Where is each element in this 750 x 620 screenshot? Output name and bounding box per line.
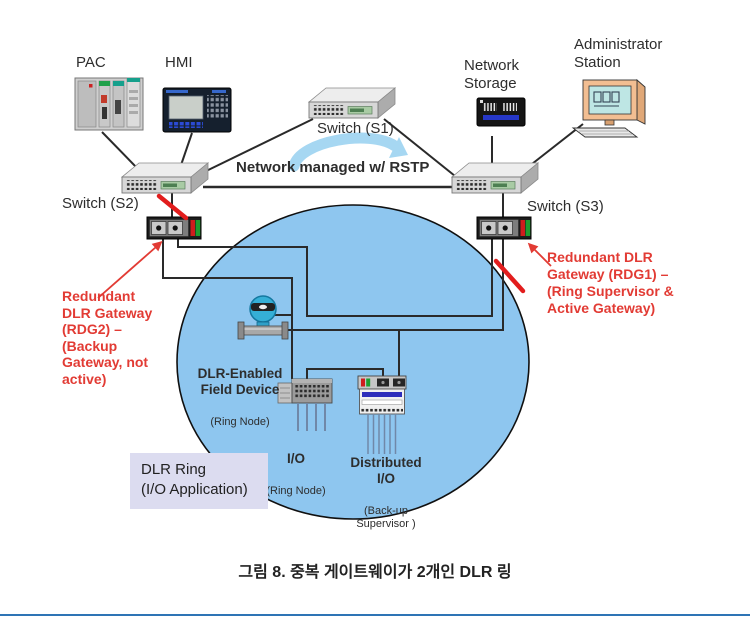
rstp-arrow [288,132,408,172]
page-bottom-rule [0,614,750,616]
rdg2-gateway-icon [146,216,202,240]
io-label-main: I/O [286,451,305,466]
rdg2-pointer-arrow [97,241,163,299]
rdg1-pointer-arrow [527,242,552,267]
switch-s1-label: Switch (S1) [317,120,394,137]
rdg2-note: Redundant DLR Gateway (RDG2) – (Backup G… [62,288,153,387]
link-s1-s2 [199,118,314,175]
hmi-label: HMI [165,54,193,71]
dlr-ring-circle [176,204,530,520]
admin-station-label: Administrator Station [574,36,663,71]
io-block-icon [277,378,333,431]
rdg1-gateway-icon [476,216,532,240]
io-label-sub: (Ring Node) [266,485,326,497]
distributed-io-icon [357,375,407,454]
dlr-ring-caption-box: DLR Ring (I/O Application) [130,453,268,509]
link-hmi-s2 [179,132,193,169]
admin-station-icon [571,79,646,138]
field-device-label: DLR-Enabled Field Device (Ring Node) [194,348,286,447]
switch-s3-icon [451,162,539,194]
field-device-label-main: DLR-Enabled Field Device [197,366,283,397]
link-pac-s2 [101,131,138,169]
ring-rdg2-to-field-device [162,239,293,379]
distributed-io-label-sub: (Back-up Supervisor ) [356,505,416,530]
rdg1-note: Redundant DLR Gateway (RDG1) – (Ring Sup… [547,249,674,316]
rstp-label: Network managed w/ RSTP [236,159,430,176]
io-wires [297,403,326,431]
distributed-io-wires [367,414,397,454]
figure-caption: 그림 8. 중복 게이트웨이가 2개인 DLR 링 [238,564,512,581]
switch-s1-icon [308,87,396,119]
switch-s2-icon [121,162,209,194]
fault-slash-right [493,258,526,294]
network-storage-icon [476,97,526,127]
pac-label: PAC [76,54,106,71]
field-device-label-sub: (Ring Node) [210,416,270,428]
switch-s2-label: Switch (S2) [62,195,139,212]
switch-s3-label: Switch (S3) [527,198,604,215]
network-storage-label: Network Storage [464,57,520,92]
ring-trunk-upper [177,239,493,317]
io-to-dio [306,368,384,379]
pac-icon [74,77,144,131]
distributed-io-label: Distributed I/O (Back-up Supervisor ) [344,437,428,549]
link-s1-s3 [383,118,456,177]
fault-slash-left [156,193,189,221]
hmi-icon [162,87,232,133]
distributed-io-label-main: Distributed I/O [350,455,422,486]
io-label: I/O (Ring Node) [257,433,335,516]
field-device-icon [237,295,289,340]
